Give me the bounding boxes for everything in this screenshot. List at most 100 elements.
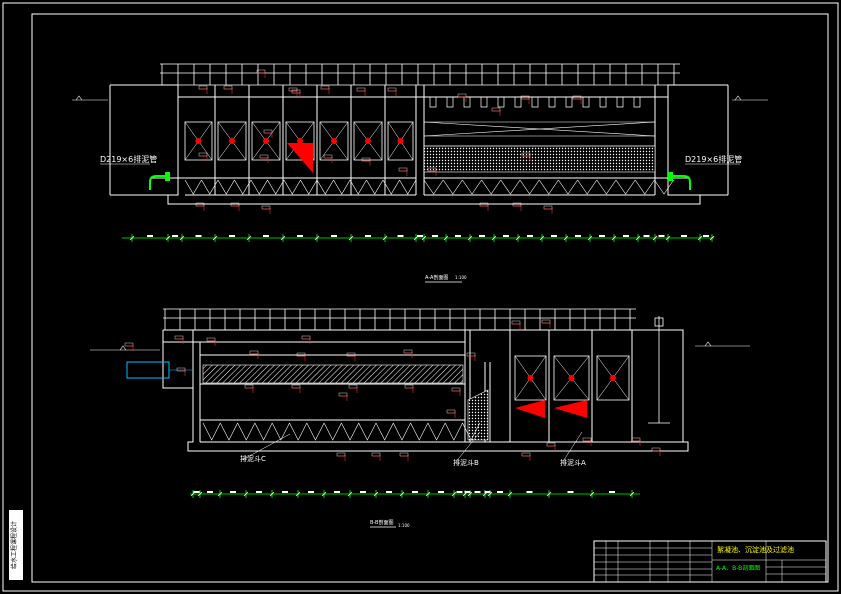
dimension-value [172, 235, 178, 237]
section-b-filter-media [202, 364, 464, 384]
hopper-v [596, 179, 617, 195]
dimension-value [282, 491, 288, 493]
pipe-label-left: D219×6排泥管 [100, 154, 157, 164]
dimension-value [551, 235, 557, 237]
dimension-slash [314, 235, 320, 241]
dimension-value [229, 235, 235, 237]
hopper-v [333, 179, 351, 195]
hopper-v [462, 422, 481, 441]
hopper-v [358, 422, 377, 441]
dimension-value [417, 235, 423, 237]
dimension-value [497, 491, 503, 493]
dimension-slash [629, 491, 635, 497]
dimension-value [412, 491, 418, 493]
title-block-frame [593, 540, 827, 583]
dimension-slash [373, 491, 379, 497]
dimension-value [207, 491, 213, 493]
dimension-slash [539, 235, 545, 241]
dimension-value [479, 235, 485, 237]
dimension-value [334, 491, 340, 493]
dimension-slash [321, 491, 327, 497]
floc-grid-cell [353, 121, 383, 161]
weir-notch [633, 97, 641, 108]
floc-grid-cell [514, 355, 547, 401]
hopper-v [184, 179, 202, 195]
section-a-scale: 1:100 [455, 275, 467, 280]
weir-notch [429, 97, 437, 108]
dimension-slash [421, 235, 427, 241]
dimension-value [397, 235, 404, 237]
dimension-slash [563, 235, 569, 241]
weir-notch [463, 97, 471, 108]
floc-grid-hub [365, 138, 371, 144]
dimension-slash [507, 491, 513, 497]
hopper-v [201, 179, 219, 195]
weir-notch [599, 97, 607, 108]
hopper-v [500, 179, 521, 195]
dimension-slash [546, 491, 552, 497]
section-b-b: 排泥斗C 排泥斗B 排泥斗A B-B剖面图 1:100 [90, 308, 750, 528]
dimension-slash [243, 491, 249, 497]
section-a-title: A-A剖面图 [425, 274, 448, 281]
section-a-hoppers [184, 179, 674, 195]
section-a-ground-markers [72, 95, 768, 101]
dimension-slash [212, 235, 218, 241]
section-b-red-deflector-1 [515, 400, 545, 418]
hopper-v [382, 179, 400, 195]
hopper-v [538, 179, 559, 195]
dimension-slash [491, 235, 497, 241]
section-b-floc-grids [514, 355, 630, 401]
dimension-value [575, 235, 581, 237]
hopper-v [427, 422, 446, 441]
dimension-slash [295, 491, 301, 497]
section-b-hopper-labels: 排泥斗C 排泥斗B 排泥斗A [240, 431, 586, 467]
hopper-v [217, 179, 235, 195]
dimension-value [438, 491, 444, 493]
section-a-pipe-flanges [165, 172, 673, 181]
hopper-v [237, 422, 256, 441]
section-a-floc-grids [184, 121, 414, 161]
dimension-value [527, 235, 533, 237]
title-block-project: 絮凝池、沉淀池及过滤池 [717, 545, 794, 554]
hopper-v [481, 179, 502, 195]
floc-grid-hub [195, 138, 202, 144]
hopper-v [462, 179, 482, 195]
dimension-value [256, 491, 262, 493]
dimension-slash [652, 235, 658, 241]
hopper-v [271, 422, 290, 441]
hopper-v [615, 179, 636, 195]
dimension-slash [697, 235, 703, 241]
hopper-v [283, 179, 301, 195]
dimension-value [484, 491, 491, 493]
dimension-slash [467, 491, 473, 497]
hopper-v [267, 179, 285, 195]
title-block: 絮凝池、沉淀池及过滤池 A-A、B-B剖面图 [593, 540, 827, 583]
weir-notch [616, 97, 624, 108]
hopper-v [444, 422, 463, 441]
section-b-scale: 1:100 [398, 523, 410, 528]
dimension-value [263, 235, 269, 237]
dimension-slash [165, 235, 171, 241]
dimension-value [455, 235, 461, 237]
dimension-slash [399, 491, 405, 497]
hopper-v [410, 422, 429, 441]
section-b-annotations [124, 319, 661, 461]
hopper-v [250, 179, 268, 195]
weir-notch [531, 97, 539, 108]
hopper-v [289, 422, 308, 441]
weir-notch [480, 97, 488, 108]
section-b-title: B-B剖面图 [370, 519, 394, 526]
dimension-slash [217, 491, 223, 497]
dimension-value [308, 491, 314, 493]
hopper-v [220, 422, 238, 441]
hopper-label-c: 排泥斗C [240, 454, 266, 463]
floc-grid-hub [610, 375, 616, 381]
hopper-v [300, 179, 318, 195]
hopper-v [323, 422, 342, 441]
floc-grid-cell [184, 121, 213, 161]
floc-grid-cell [217, 121, 247, 161]
floc-grid-cell [319, 121, 349, 161]
sheet-inner-frame [31, 13, 829, 583]
dimension-slash [197, 491, 203, 497]
